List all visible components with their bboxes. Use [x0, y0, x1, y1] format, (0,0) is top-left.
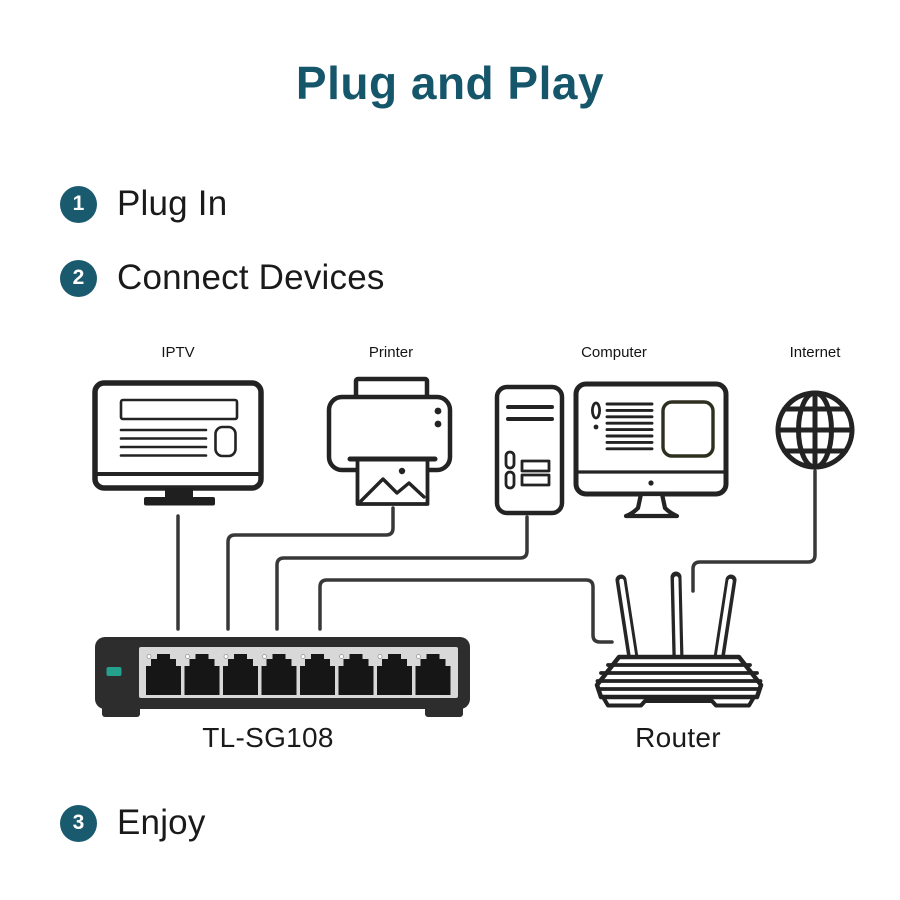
- ethernet-switch-icon: [95, 637, 470, 717]
- step-1-label: Plug In: [117, 184, 228, 223]
- page-title: Plug and Play: [295, 57, 605, 109]
- computer-monitor: [573, 381, 729, 519]
- desktop-computer-icon: [494, 381, 729, 519]
- wire-internet-to-router: [691, 469, 817, 593]
- router-body: [594, 654, 764, 700]
- tv-stand-base: [144, 497, 215, 506]
- computer-label: Computer: [581, 344, 647, 361]
- router-antennas: [615, 571, 737, 664]
- computer-tower: [494, 384, 565, 516]
- step-3-row: 3 Enjoy: [60, 803, 206, 843]
- printer-label: Printer: [368, 344, 414, 361]
- wifi-router-icon: [594, 571, 764, 708]
- photo-sun-dot: [398, 467, 406, 475]
- connection-wires: [176, 469, 817, 644]
- step-3-badge: 3: [60, 804, 97, 842]
- step-2-label: Connect Devices: [117, 258, 385, 297]
- monitor-stand: [623, 491, 680, 519]
- step-1-row: 1 Plug In: [60, 184, 227, 224]
- internet-label: Internet: [789, 344, 841, 361]
- globe-icon: [775, 390, 855, 470]
- printer-icon: [326, 376, 453, 506]
- rj45-ports: [146, 654, 451, 695]
- router-stripes: [595, 663, 763, 691]
- wire-printer-to-switch: [226, 506, 395, 631]
- monitor-window-pane: [661, 400, 715, 458]
- step-2-row: 2 Connect Devices: [60, 258, 385, 298]
- step-2-badge: 2: [60, 259, 97, 297]
- switch-model-label: TL-SG108: [202, 722, 334, 753]
- switch-power-led: [106, 667, 122, 676]
- router-label: Router: [635, 722, 721, 753]
- tv-icon: [92, 380, 264, 506]
- port-led-dots: [146, 654, 421, 659]
- step-1-badge: 1: [60, 185, 97, 223]
- step-3-label: Enjoy: [117, 803, 206, 842]
- wire-switch-to-router: [318, 578, 614, 644]
- iptv-label: IPTV: [161, 344, 195, 361]
- tv-stand-neck: [165, 488, 193, 499]
- wire-computer-to-switch: [275, 515, 529, 631]
